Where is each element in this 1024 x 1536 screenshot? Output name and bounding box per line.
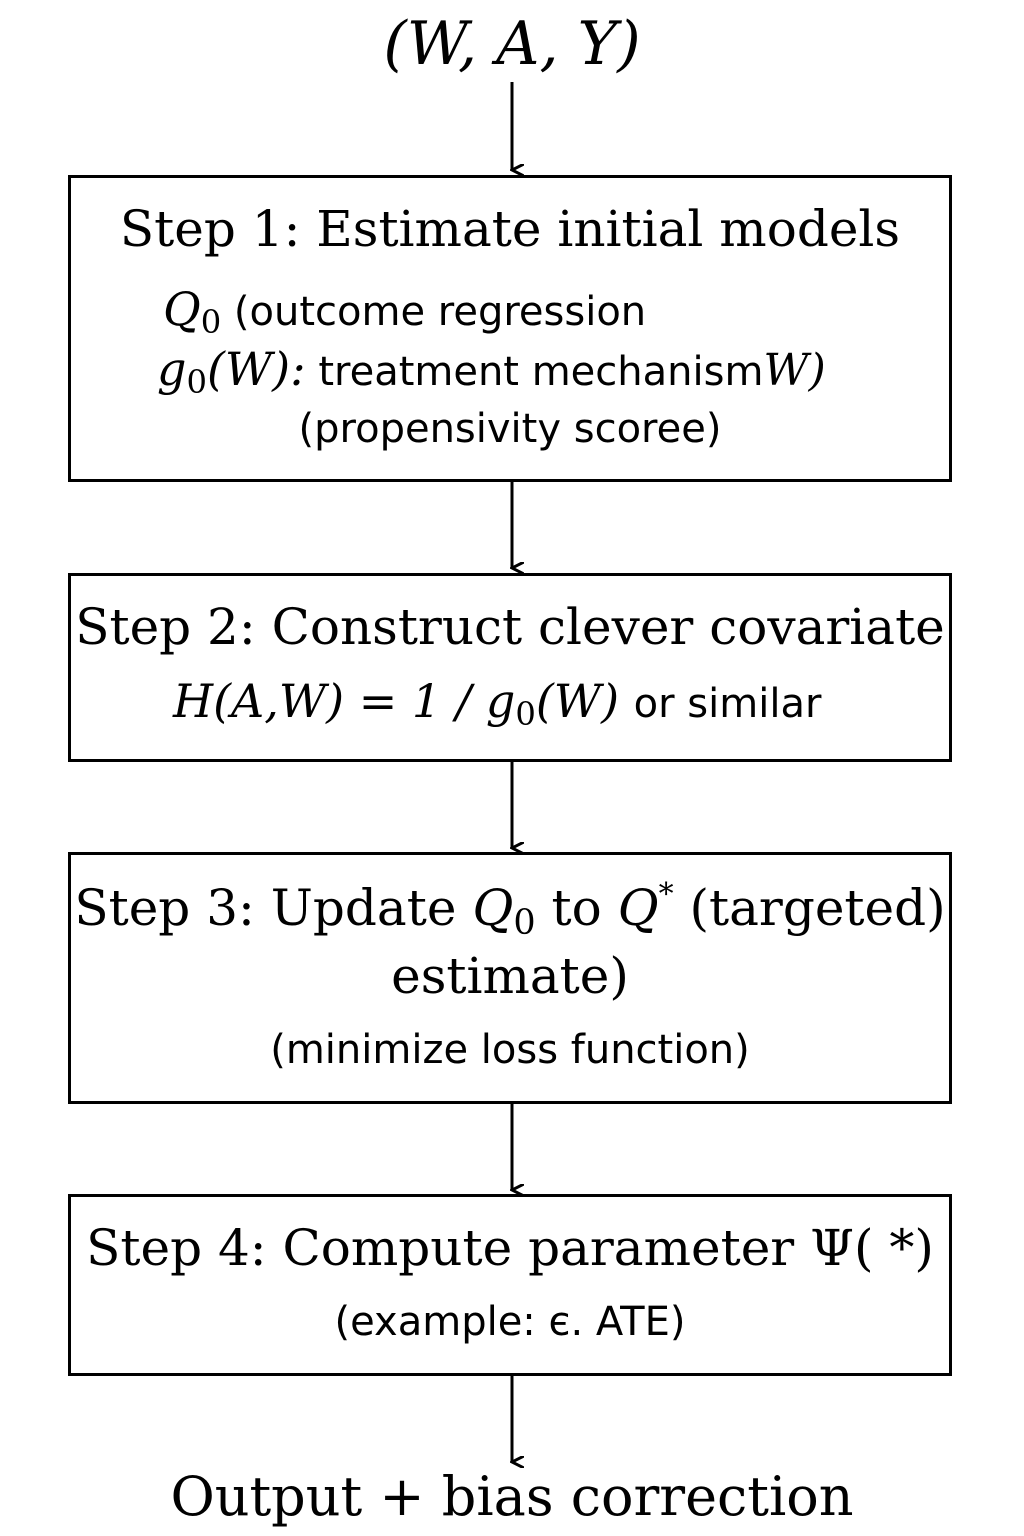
covariate-formula-tail: (W) [535,674,620,728]
input-label: (W, A, Y) [383,9,641,79]
step2-title: Step 2: Construct clever covariate [75,598,945,656]
covariate-suffix: or similar [633,681,822,727]
step4-box: Step 4: Compute parameter Ψ( *) (example… [68,1194,952,1376]
covariate-formula: H(A,W) = 1 / g0(W) [173,674,620,733]
q0-symbol: Q [163,282,201,336]
step3-title-post: (targeted) [689,879,946,937]
step3-line2: estimate) [391,947,629,1005]
step4-note: (example: є. ATE) [334,1299,686,1345]
step1-g0-line: g0(W): treatment mechanismW) [157,342,826,401]
g0-tail: W) [763,345,826,396]
step3-q0: Q [472,879,514,937]
covariate-formula-subscript: 0 [515,695,536,734]
step3-note: (minimize loss function) [270,1027,750,1073]
g0-argument: (W): [206,342,306,396]
step3-star: * [658,877,674,912]
g0-description: treatment mechanism [318,349,764,395]
step1-q0-line: Q0 (outcome regression [163,282,646,341]
g0-subscript: 0 [186,363,207,402]
step2-box: Step 2: Construct clever covariate H(A,W… [68,573,952,762]
step2-formula-line: H(A,W) = 1 / g0(W) or similar [173,674,821,733]
covariate-formula-main: H(A,W) = 1 / g [173,674,516,728]
step3-box: Step 3: Update Q0 to Q* (targeted) estim… [68,852,952,1104]
g0-symbol: g [157,342,187,396]
step3-title-pre: Step 3: Update [74,879,457,937]
step1-title: Step 1: Estimate initial models [119,200,901,258]
q0-description: (outcome regression [233,289,647,335]
step1-note: (propensivity scoree) [298,406,722,452]
step1-box: Step 1: Estimate initial models Q0 (outc… [68,175,952,482]
step3-qstar: Q [617,879,659,937]
q0-subscript: 0 [200,303,222,342]
output-label: Output + bias correction [170,1465,854,1528]
step4-title: Step 4: Compute parameter Ψ( *) [86,1219,934,1277]
step3-title-line: Step 3: Update Q0 to Q* (targeted) [71,877,949,943]
step3-q0-subscript: 0 [513,902,536,943]
step3-to: to [551,879,602,937]
